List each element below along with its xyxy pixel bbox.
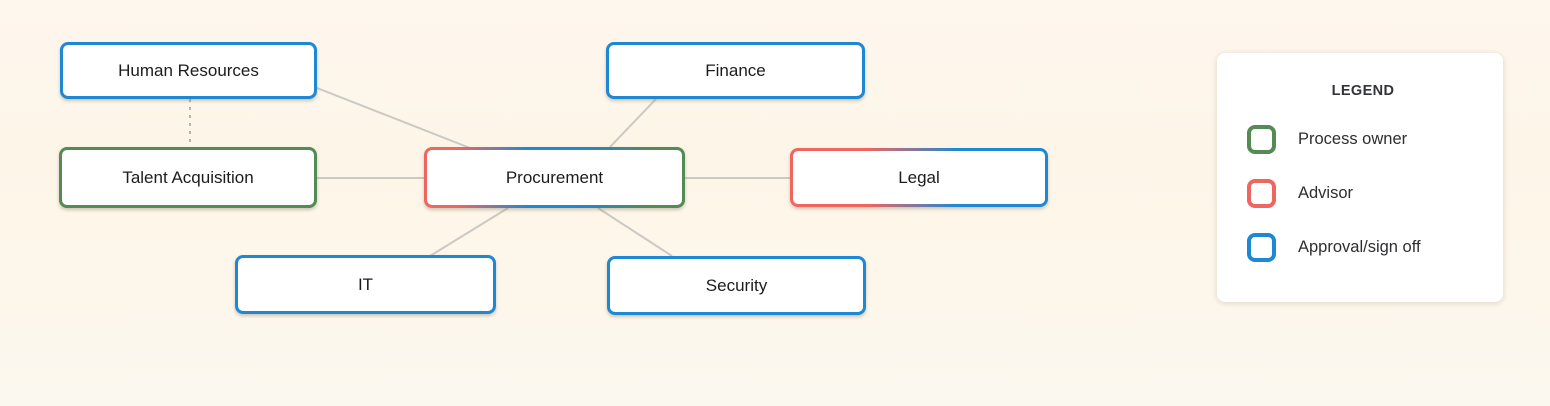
node-it[interactable]: IT	[235, 255, 496, 314]
node-label: Security	[705, 275, 768, 295]
edge-human-resources-procurement	[316, 87, 471, 149]
legend-swatch-process_owner	[1247, 125, 1276, 154]
node-talent-acquisition[interactable]: Talent Acquisition	[59, 147, 317, 208]
edge-procurement-security	[597, 207, 673, 257]
legend-swatch-approval	[1247, 233, 1276, 262]
node-finance[interactable]: Finance	[606, 42, 865, 99]
node-label: Finance	[705, 60, 766, 80]
legend-item-approval: Approval/sign off	[1247, 233, 1479, 262]
node-human-resources[interactable]: Human Resources	[60, 42, 317, 99]
legend-item-process_owner: Process owner	[1247, 125, 1479, 154]
node-label: Human Resources	[118, 60, 259, 80]
legend-label: Advisor	[1298, 184, 1354, 202]
node-security[interactable]: Security	[607, 256, 866, 315]
legend-swatch-advisor	[1247, 179, 1276, 208]
node-label: Talent Acquisition	[122, 167, 254, 187]
edge-procurement-it	[429, 207, 509, 257]
legend-title: LEGEND	[1331, 83, 1395, 99]
legend-label: Process owner	[1298, 130, 1408, 148]
node-procurement[interactable]: Procurement	[424, 147, 685, 208]
legend-label: Approval/sign off	[1298, 238, 1421, 256]
legend-item-advisor: Advisor	[1247, 179, 1479, 208]
node-label: Legal	[898, 167, 940, 187]
node-legal[interactable]: Legal	[790, 148, 1048, 207]
edge-finance-procurement	[609, 98, 657, 148]
node-label: Procurement	[505, 167, 604, 187]
node-label: IT	[357, 274, 374, 294]
